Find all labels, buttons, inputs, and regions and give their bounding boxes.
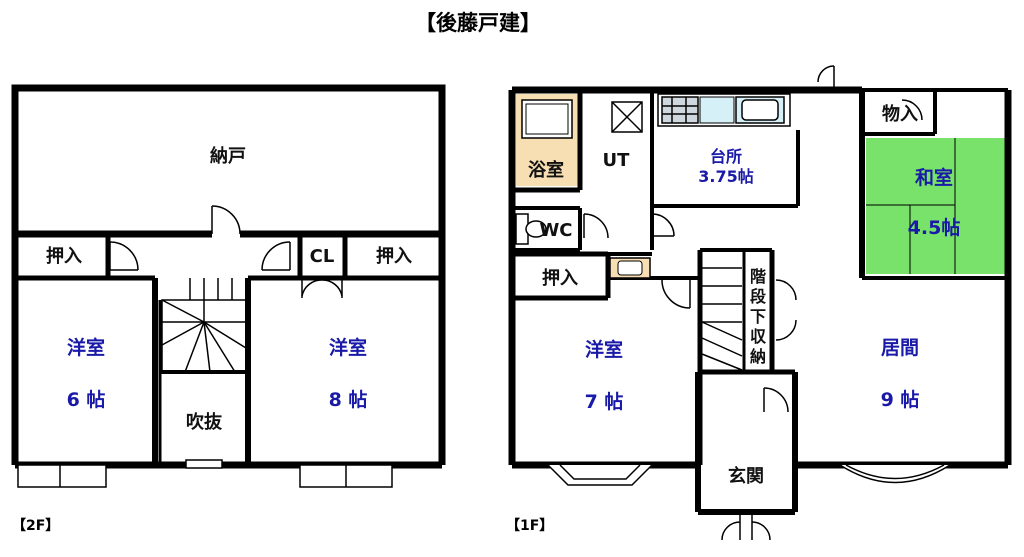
room-yoshitsu-8-size: 8 帖 [329,388,368,411]
room-yoshitsu-6-size: 6 帖 [67,388,106,411]
storage-char-4: 収 [750,327,767,346]
room-washitsu-name: 和室 [915,166,953,189]
room-cl-label: CL [310,246,335,267]
room-yoshitsu-7-size: 7 帖 [585,390,624,413]
wash-sink-basin [617,260,643,276]
windows-1f [547,464,951,486]
room-genkan-label: 玄関 [728,465,764,487]
room-yoshitsu-8-name: 洋室 [329,336,367,359]
room-fukinuke-label: 吹抜 [186,411,223,433]
stair-1f [701,267,743,371]
room-yokushitsu-label: 浴室 [528,159,564,181]
tatami-lines [866,138,956,274]
doors-2f [109,205,343,298]
room-kitchen-name: 台所 [710,147,742,166]
windows-2f [17,459,393,488]
storage-char-3: 下 [750,307,766,326]
floor-1f-caption: 【1F】 [506,518,553,534]
doors-1f [583,65,923,541]
toilet [515,213,547,245]
storage-char-1: 階 [750,267,766,286]
floor-2f: 納戸 押入 CL 押入 洋室 6 帖 洋室 8 帖 吹抜 【2F】 [11,84,446,534]
room-monoire-label: 物入 [882,103,918,125]
floor-2f-caption: 【2F】 [12,518,59,534]
room-nando-label: 納戸 [210,145,246,167]
room-oshiire-right-label: 押入 [376,245,412,267]
room-ut-label: UT [603,150,631,171]
room-washitsu-size: 4.5帖 [908,216,961,239]
storage-char-5: 納 [750,347,766,366]
room-yoshitsu-6-name: 洋室 [67,336,105,359]
bathtub-inner [525,103,569,135]
plan-title: 【後藤戸建】 [415,11,541,35]
room-kaidan-storage-label: 階 段 下 収 納 [750,267,767,366]
stair-2f [161,278,247,373]
room-wc-label: WC [539,220,572,241]
room-kyoma-size: 9 帖 [881,388,920,411]
room-oshiire-label: 押入 [542,267,578,289]
bathtub [521,99,573,139]
room-oshiire-left-label: 押入 [46,245,82,267]
room-kitchen-size: 3.75帖 [698,167,753,186]
room-yoshitsu-7-name: 洋室 [585,338,623,361]
washer [611,101,643,133]
washitsu-fill [866,138,1008,274]
kitchen-counter [657,93,791,127]
room-kyoma-name: 居間 [881,337,919,359]
storage-char-2: 段 [750,287,767,306]
floor-1f: 浴室 UT 台所 3.75帖 物入 和室 4.5帖 WC 押入 階 段 下 収 … [506,65,1012,541]
